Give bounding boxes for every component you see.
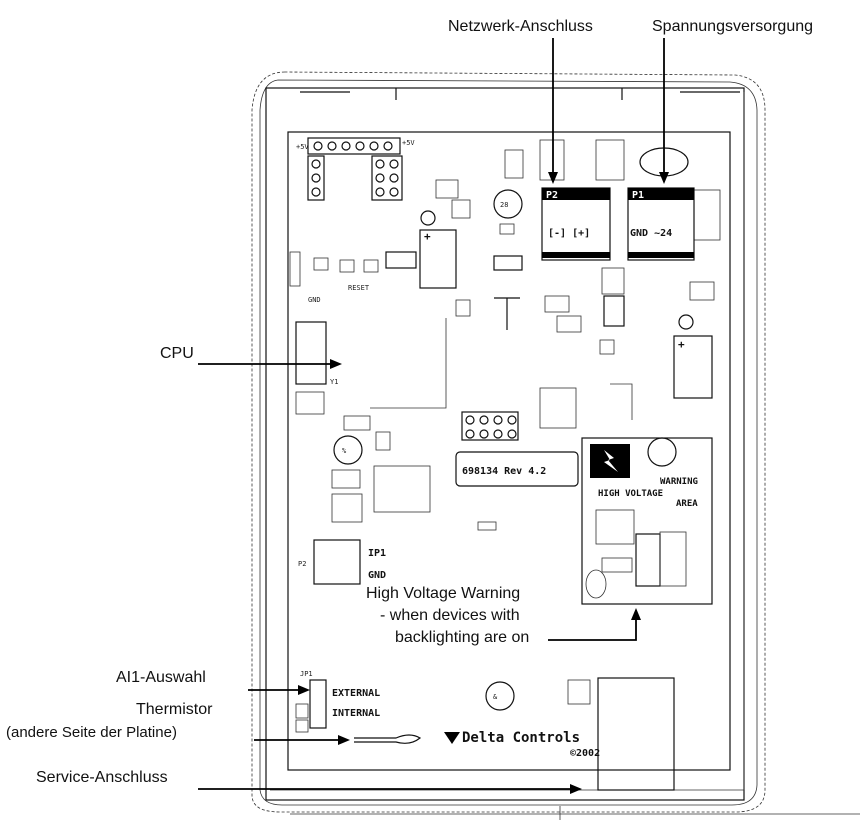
label-warning-3: AREA — [676, 499, 698, 509]
label-p2: P2 — [546, 190, 558, 201]
label-internal: INTERNAL — [332, 708, 380, 719]
label-copyright: ©2002 — [570, 748, 600, 759]
label-warning-2: HIGH VOLTAGE — [598, 489, 663, 499]
callout-thermistor-note: (andere Seite der Platine) — [6, 724, 177, 741]
label-ip1: IP1 — [368, 548, 386, 559]
callout-hv-line2: - when devices with — [380, 607, 520, 624]
callout-arrows — [198, 38, 669, 794]
pcb-board — [287, 131, 731, 771]
callout-network-port: Netzwerk-Anschluss — [448, 18, 593, 35]
high-voltage-area: WARNING HIGH VOLTAGE AREA — [581, 437, 713, 605]
callout-power-supply: Spannungsversorgung — [652, 18, 813, 35]
connector-p1: P1 GND ~24 — [627, 187, 695, 261]
delta-logo — [444, 732, 460, 744]
label-warning-1: WARNING — [660, 477, 698, 487]
svg-text:+: + — [424, 230, 431, 243]
label-plus5v-right: +5V — [402, 139, 415, 147]
header-top: +5V +5V — [296, 137, 415, 201]
label-p2-pins: [-] [+] — [548, 228, 590, 239]
callout-service-port: Service-Anschluss — [36, 769, 168, 786]
svg-text:+: + — [678, 338, 685, 351]
label-plus5v-left: +5V — [296, 143, 309, 151]
callout-ai1-selection: AI1-Auswahl — [116, 669, 206, 686]
callout-hv-line3: backlighting are on — [395, 629, 529, 646]
callout-hv-line1: High Voltage Warning — [366, 585, 520, 602]
callout-thermistor: Thermistor — [136, 701, 213, 718]
label-gnd: GND — [368, 570, 386, 581]
label-external: EXTERNAL — [332, 688, 380, 699]
hazard-icon — [590, 444, 630, 478]
label-cpu-ref: Y1 — [330, 378, 338, 386]
svg-text:28: 28 — [500, 201, 508, 209]
label-p1-pins: GND ~24 — [630, 228, 672, 239]
label-jp1: JP1 — [300, 670, 313, 678]
callout-cpu: CPU — [160, 345, 194, 362]
label-p1: P1 — [632, 190, 644, 201]
components-misc: 28 + RESET GND + Y1 % — [289, 139, 721, 791]
connector-p2: P2 [-] [+] — [541, 187, 611, 261]
label-brand: Delta Controls — [462, 730, 580, 746]
rev-label: 698134 Rev 4.2 — [455, 451, 579, 487]
label-gnd-small: GND — [308, 296, 321, 304]
svg-text:%: % — [342, 447, 347, 455]
label-p2-side: P2 — [298, 560, 306, 568]
svg-text:&: & — [493, 693, 498, 701]
label-rev: 698134 Rev 4.2 — [462, 466, 546, 477]
label-reset: RESET — [348, 284, 370, 292]
